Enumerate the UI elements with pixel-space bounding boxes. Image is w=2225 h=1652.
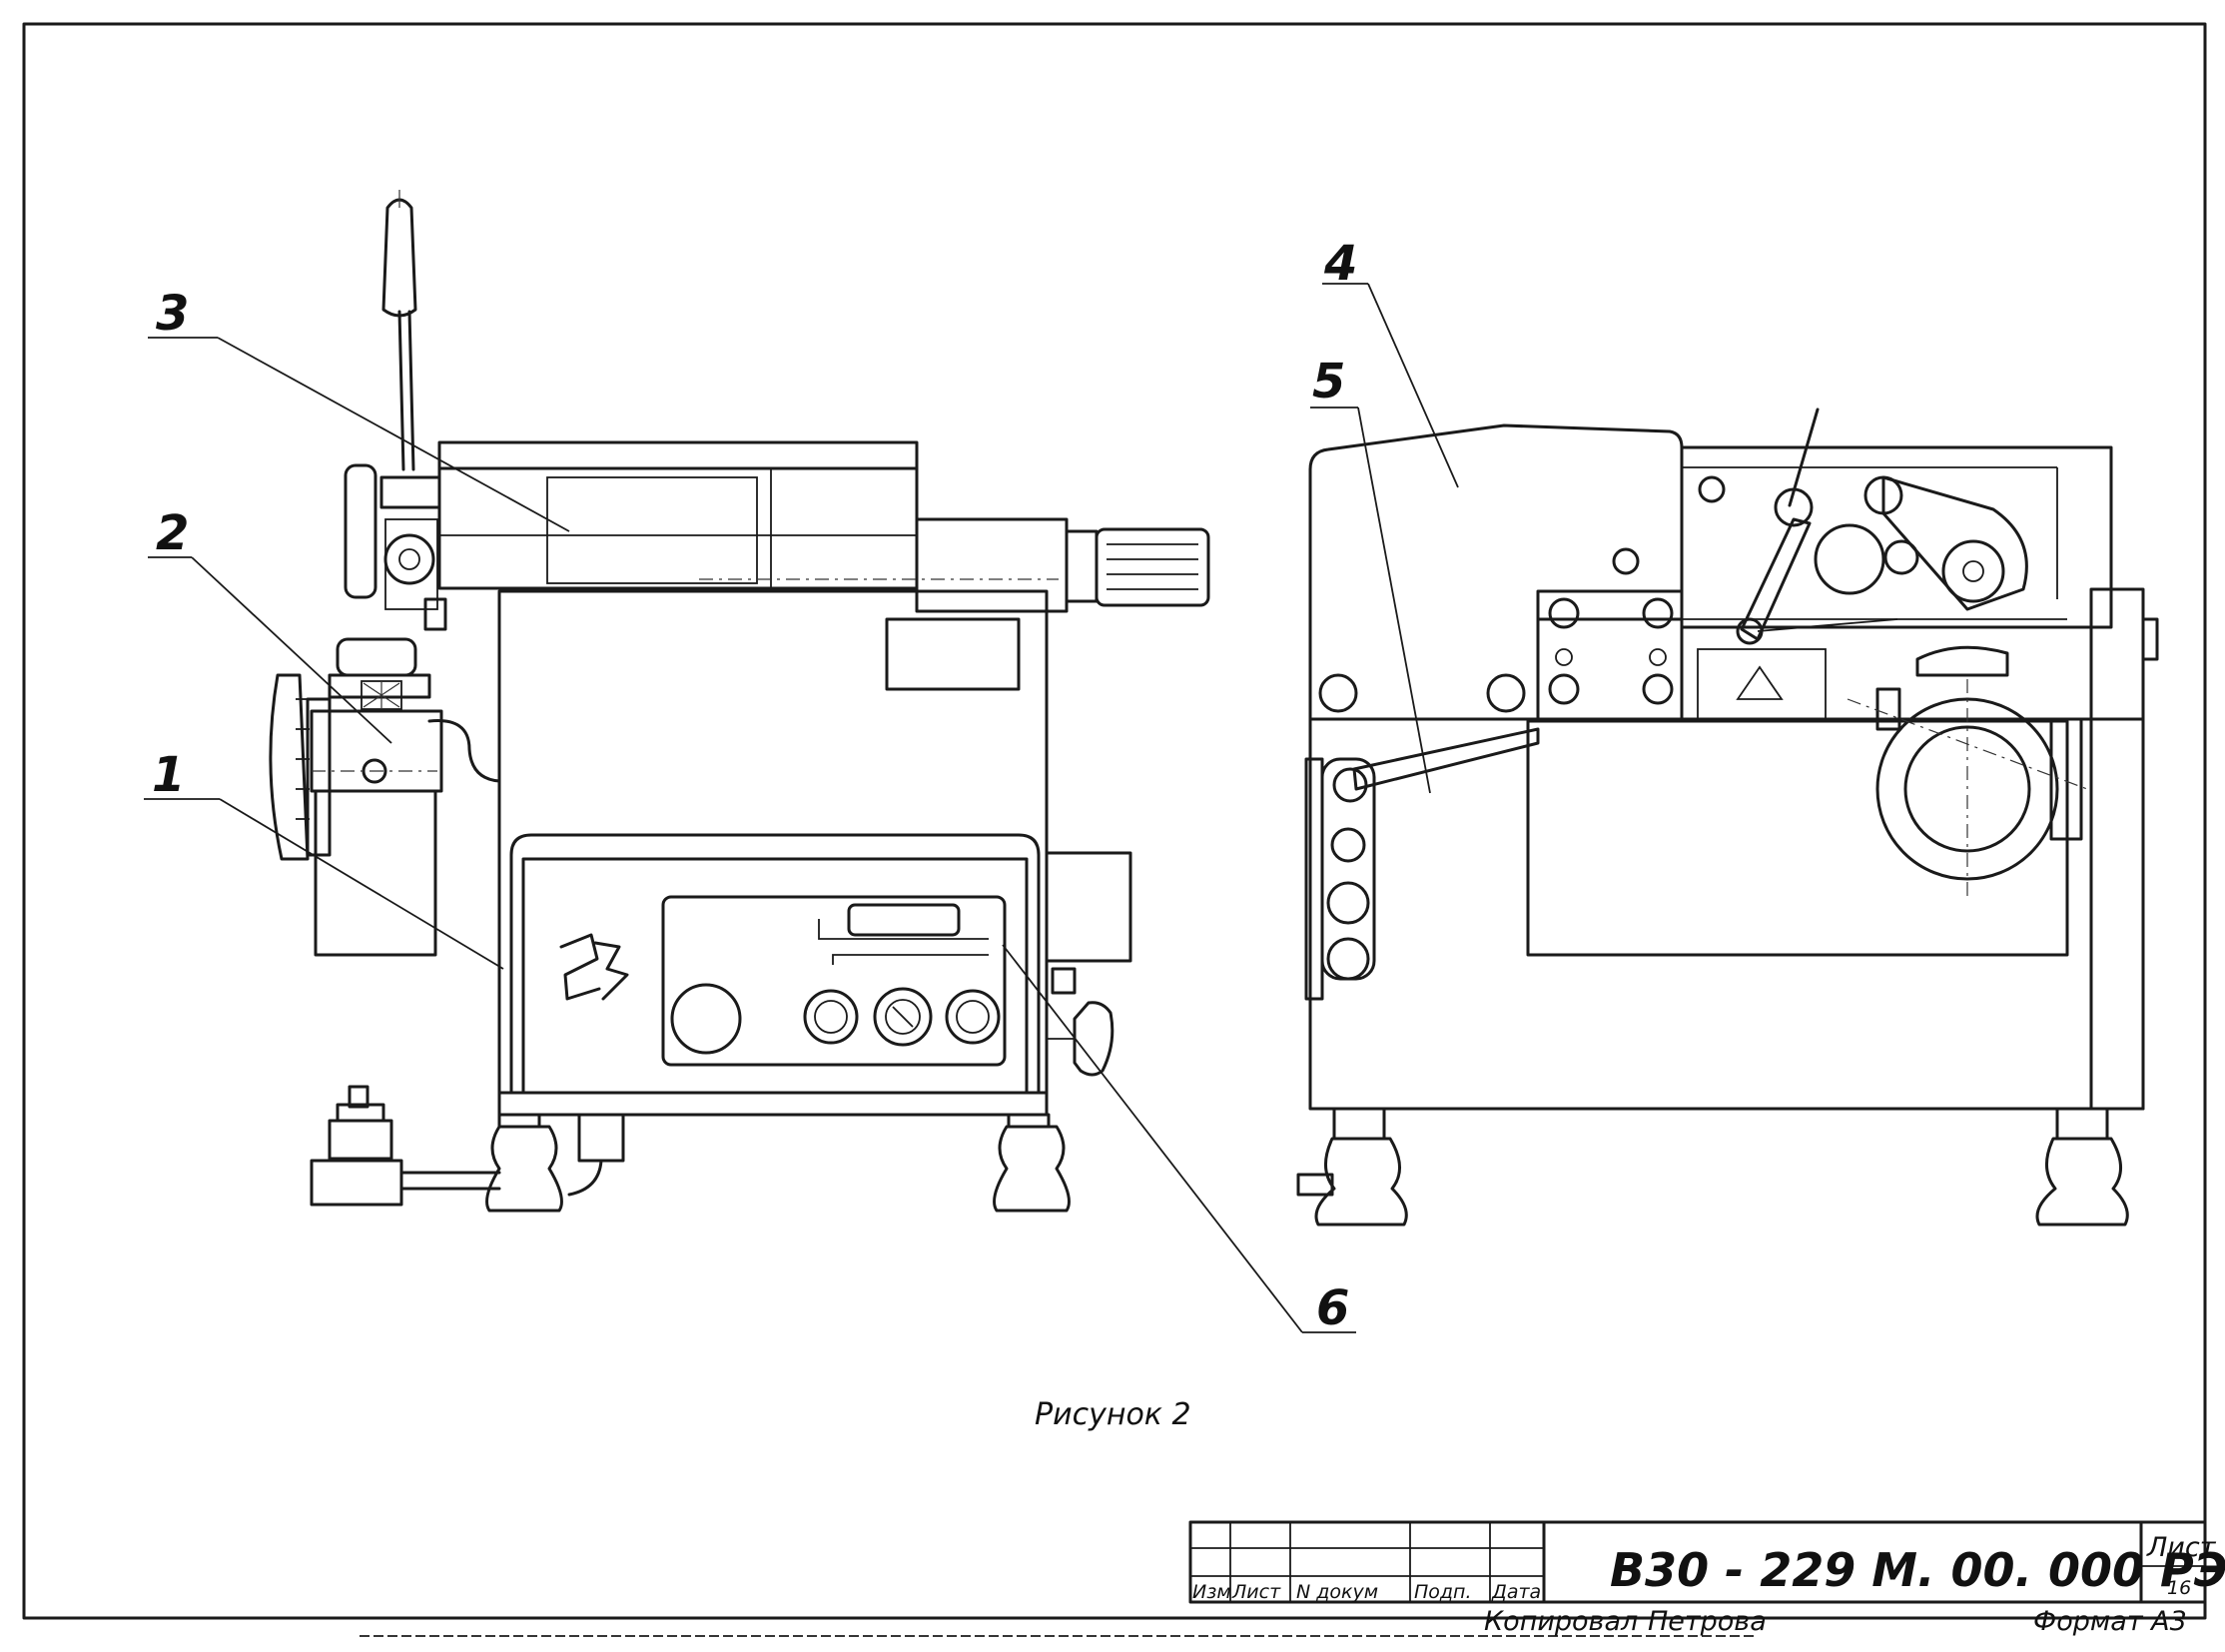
button-column [1320, 757, 1376, 981]
main-switch [670, 983, 742, 1055]
callout-5: 5 [1312, 354, 1345, 410]
side-box [1045, 851, 1132, 963]
column-date: Дата [1491, 1581, 1541, 1603]
copied-by-label: Копировал [1484, 1606, 1638, 1637]
callout-2: 2 [156, 505, 189, 561]
lever-knob [381, 198, 417, 318]
callout-1: 1 [152, 747, 185, 803]
adjust-knob [1073, 1001, 1114, 1077]
figure-caption: Рисунок 2 [1035, 1397, 1191, 1432]
button-left [803, 989, 859, 1045]
handwheel [344, 463, 377, 599]
bolt-plate [1536, 589, 1684, 721]
top-housing [437, 466, 919, 590]
motor-body [915, 517, 1069, 613]
main-cabinet [497, 589, 1049, 1095]
callout-3: 3 [156, 286, 189, 342]
control-panel-frame [509, 833, 1041, 1095]
centre-lines [312, 578, 2088, 899]
document-number: В30 - 229 М. 00. 000 РЭ [1610, 1543, 2225, 1597]
copier-name: Петрова [1648, 1606, 1767, 1637]
foot-left [485, 1113, 563, 1213]
sheet-label: Лист [2146, 1532, 2217, 1563]
pedal [310, 1159, 403, 1207]
column-signature: Подп. [1414, 1581, 1472, 1603]
sheet-number: 16 [2167, 1577, 2191, 1599]
side-housing [314, 789, 437, 957]
graduated-dial [269, 673, 310, 861]
rocker-lever [1881, 475, 2028, 611]
drain-fitting [577, 1113, 625, 1163]
indicator-window [847, 903, 961, 937]
key-switch [873, 987, 933, 1047]
control-lever [1352, 727, 1540, 791]
motor-end-cap [1095, 527, 1210, 607]
control-panel [521, 857, 1029, 1095]
warning-sign [1736, 665, 1784, 700]
column-list: Лист [1231, 1581, 1281, 1603]
foot-right [993, 1113, 1071, 1213]
crank-arm [1740, 517, 1812, 641]
top-housing-lid [437, 440, 919, 470]
front-view [269, 190, 1210, 1213]
side-cabinet [1308, 717, 2145, 1111]
button-right [945, 989, 1001, 1045]
wheel-guard [1915, 645, 2009, 677]
side-view [1296, 408, 2159, 1227]
instrument-panel [661, 895, 1007, 1067]
callout-4: 4 [1323, 236, 1357, 292]
name-plate [885, 617, 1021, 691]
drawing-frame [22, 22, 2207, 1620]
format-label: Формат А3 [2033, 1606, 2187, 1637]
column-izm: Изм [1192, 1581, 1231, 1603]
logo [559, 933, 601, 1001]
callout-6: 6 [1316, 1280, 1349, 1336]
cam-roller [1941, 539, 2005, 603]
crank-pivot [1774, 487, 1814, 527]
clamp-cap [336, 637, 417, 677]
gear [383, 533, 435, 585]
side-foot-right [2035, 1107, 2129, 1227]
coolant-tank [1526, 719, 2069, 957]
leader-lines [144, 283, 1459, 1333]
column-doc-number: N докум [1296, 1581, 1378, 1603]
title-block [1188, 1520, 2207, 1604]
mechanism-housing [1680, 445, 2113, 629]
side-foot-left [1296, 1107, 1408, 1227]
pedal-base [328, 1119, 393, 1161]
